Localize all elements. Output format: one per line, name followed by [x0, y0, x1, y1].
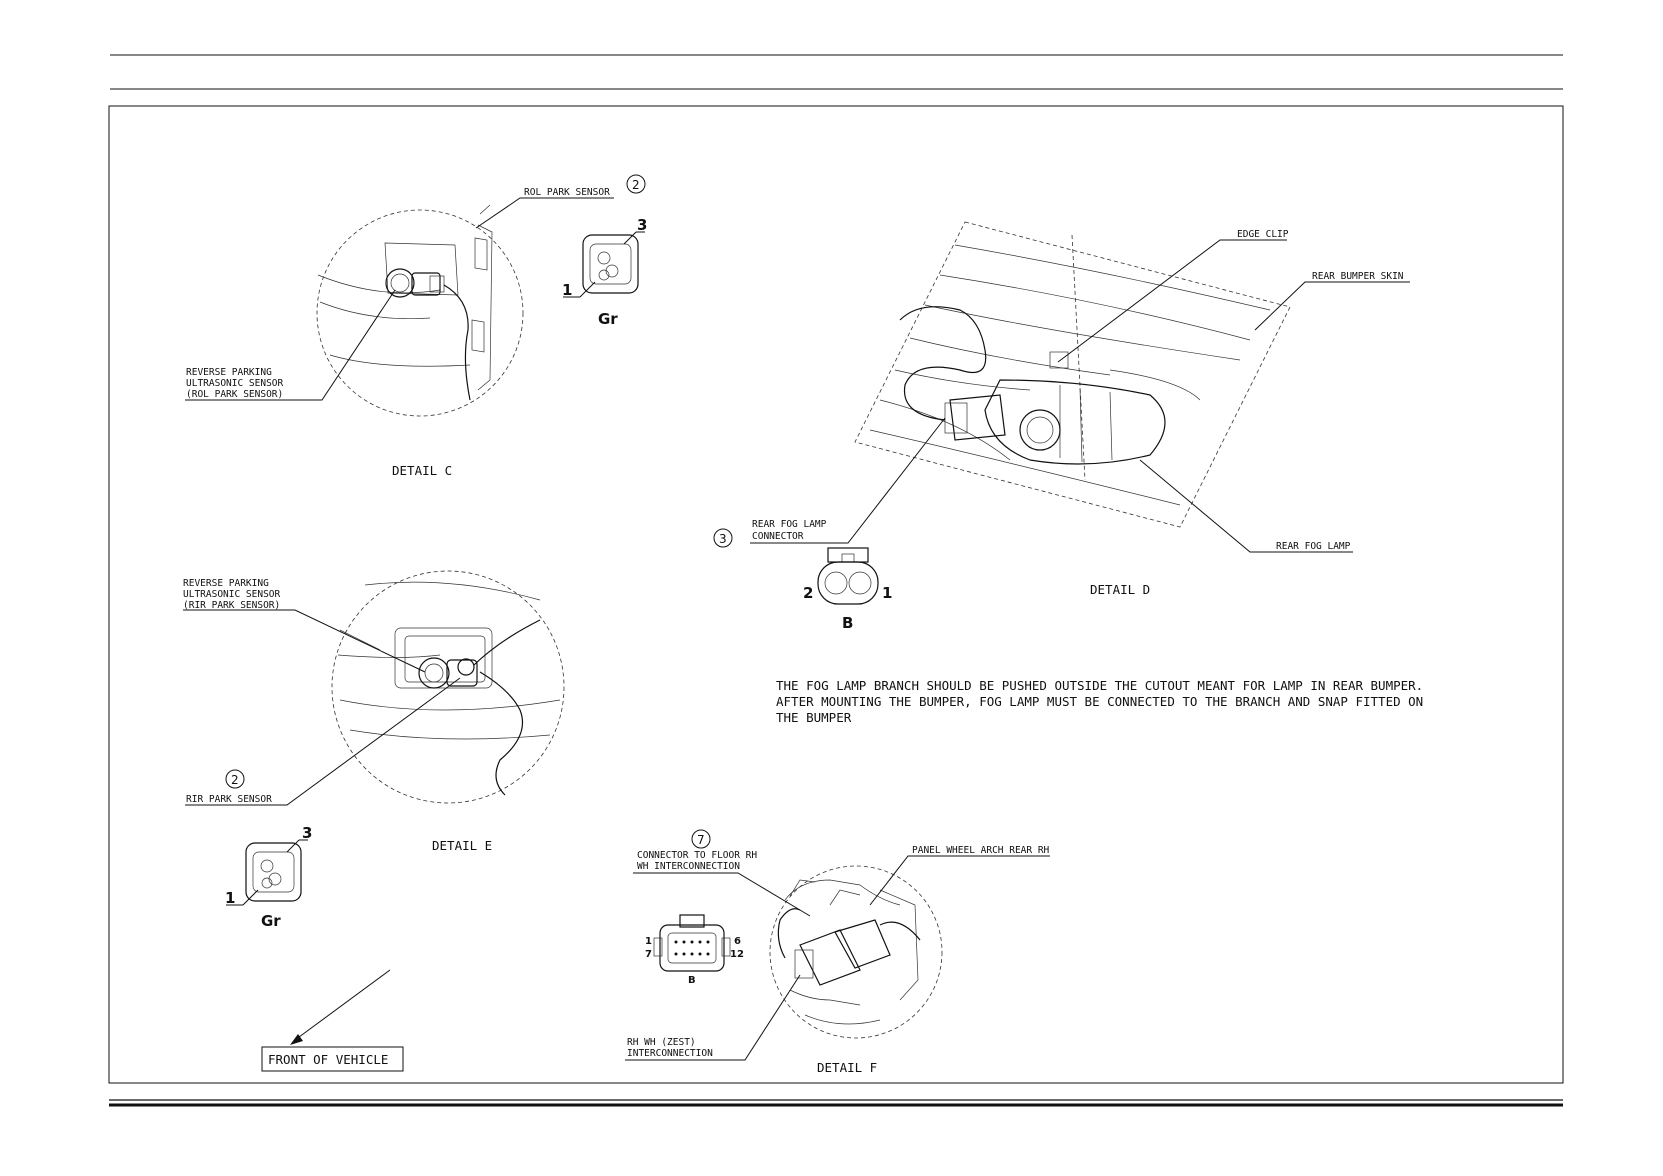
connector-f-pinout: 1 7 6 12 B [645, 914, 744, 986]
rir-park-sensor-label: RIR PARK SENSOR [186, 794, 272, 805]
rir-sensor-desc-line3: (RIR PARK SENSOR) [183, 600, 280, 611]
detail-f-view-circle [769, 865, 943, 1039]
detail-f-group: CONNECTOR TO FLOOR RH WH INTERCONNECTION… [625, 829, 1050, 1075]
svg-text:3: 3 [637, 216, 647, 234]
svg-text:1: 1 [882, 584, 892, 602]
callout-d-number: 3 [719, 532, 727, 546]
svg-text:1: 1 [645, 936, 652, 947]
fog-lamp-note: THE FOG LAMP BRANCH SHOULD BE PUSHED OUT… [776, 678, 1423, 725]
detail-c-view-circle [316, 209, 524, 417]
rir-sensor-desc-line2: ULTRASONIC SENSOR [183, 589, 281, 600]
rol-sensor-desc-line3: (ROL PARK SENSOR) [186, 389, 283, 400]
detail-d-title: DETAIL D [1090, 582, 1150, 597]
note-line-2: AFTER MOUNTING THE BUMPER, FOG LAMP MUST… [776, 694, 1423, 709]
note-line-3: THE BUMPER [776, 710, 852, 725]
detail-e-title: DETAIL E [432, 838, 492, 853]
edge-clip-label: EDGE CLIP [1237, 229, 1289, 240]
fog-lamp-socket [1019, 409, 1061, 451]
callout-c-number: 2 [632, 178, 640, 192]
detail-c-title: DETAIL C [392, 463, 452, 478]
svg-text:2: 2 [803, 584, 813, 602]
callout-e-number: 2 [231, 773, 239, 787]
svg-text:1: 1 [225, 889, 235, 907]
svg-text:B: B [688, 975, 696, 986]
detail-e-view-circle [331, 570, 565, 804]
connector-d-pinout: 2 1 B [803, 547, 892, 632]
front-arrow-head [290, 1034, 303, 1045]
rol-sensor-body [385, 268, 415, 298]
rol-sensor-desc-line1: REVERSE PARKING [186, 367, 272, 378]
svg-text:B: B [842, 614, 853, 632]
svg-text:7: 7 [645, 949, 652, 960]
detail-d-view-box [854, 221, 1291, 528]
connector-floor-line2: WH INTERCONNECTION [637, 861, 740, 872]
drawing-frame [108, 105, 1564, 1084]
detail-c-group: ROL PARK SENSOR 2 REVERSE PARKING ULTRAS… [185, 174, 647, 478]
rol-sensor-desc-line2: ULTRASONIC SENSOR [186, 378, 284, 389]
connector-floor-line1: CONNECTOR TO FLOOR RH [637, 850, 757, 861]
front-of-vehicle-box [261, 1046, 404, 1072]
rear-fog-lamp-label: REAR FOG LAMP [1276, 541, 1351, 552]
callout-f-number: 7 [697, 833, 705, 847]
rir-sensor-body [418, 657, 450, 689]
svg-text:12: 12 [730, 949, 744, 960]
svg-text:3: 3 [302, 824, 312, 842]
detail-f-title: DETAIL F [817, 1060, 877, 1075]
detail-e-group: REVERSE PARKING ULTRASONIC SENSOR (RIR P… [183, 570, 565, 930]
rear-fog-lamp-connector-line1: REAR FOG LAMP [752, 519, 827, 530]
connector-e-pinout: 3 1 Gr [225, 824, 312, 930]
rir-sensor-desc-line1: REVERSE PARKING [183, 578, 269, 589]
callout-f-circle [691, 829, 711, 849]
svg-text:6: 6 [734, 936, 741, 947]
callout-d-circle [713, 528, 733, 548]
note-line-1: THE FOG LAMP BRANCH SHOULD BE PUSHED OUT… [776, 678, 1423, 693]
svg-text:1: 1 [562, 281, 572, 299]
connector-c-pinout: 3 1 Gr [562, 216, 647, 328]
callout-c-circle [626, 174, 646, 194]
panel-wheel-arch-label: PANEL WHEEL ARCH REAR RH [912, 845, 1050, 856]
front-arrow-shaft [294, 969, 391, 1041]
front-of-vehicle-label: FRONT OF VEHICLE [268, 1052, 388, 1067]
rh-wh-line2: INTERCONNECTION [627, 1048, 713, 1059]
svg-text:Gr: Gr [598, 310, 618, 328]
callout-e-circle [225, 769, 245, 789]
rh-wh-line1: RH WH (ZEST) [627, 1037, 696, 1048]
svg-text:Gr: Gr [261, 912, 281, 930]
rear-bumper-skin-label: REAR BUMPER SKIN [1312, 271, 1404, 282]
detail-d-group: EDGE CLIP REAR BUMPER SKIN REAR FOG LAMP… [713, 221, 1410, 632]
rear-fog-lamp-connector-line2: CONNECTOR [752, 531, 804, 542]
front-of-vehicle-indicator: FRONT OF VEHICLE [261, 969, 404, 1072]
rol-park-sensor-label: ROL PARK SENSOR [524, 187, 610, 198]
